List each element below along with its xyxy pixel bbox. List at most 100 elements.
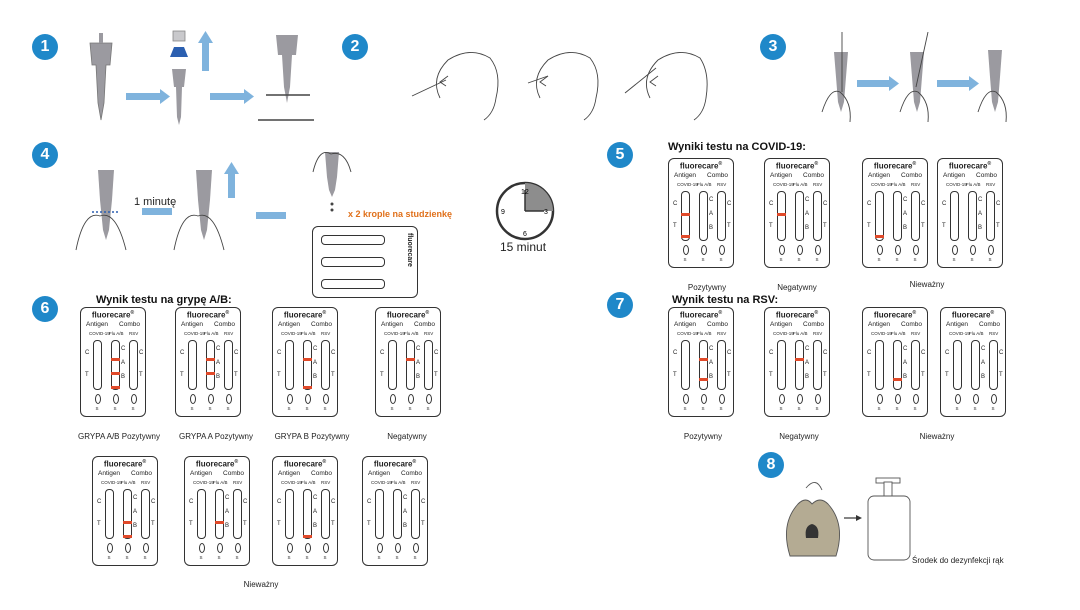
cassette-well: [407, 394, 414, 404]
cassette-flu-label: Flu A/B: [793, 182, 808, 187]
mark-b: B: [313, 374, 318, 380]
cassette-sample-label: S: [797, 257, 801, 262]
cassette-rsv-label: RSV: [986, 182, 996, 187]
result-band: [699, 358, 708, 361]
cassette-sample-label: S: [190, 406, 194, 411]
cassette-brand: fluorecare®: [775, 161, 819, 171]
cassette-well: [682, 394, 689, 404]
mark-t: T: [999, 372, 1003, 378]
cassette-sample-label: S: [107, 555, 111, 560]
cassette-well: [912, 245, 919, 255]
cassette-sample-label: S: [913, 406, 917, 411]
cassette-sample-label: S: [305, 406, 309, 411]
step-2-nasal-swab-illustration: [411, 52, 708, 121]
cassette-window: [393, 489, 402, 539]
cassette-sample-label: S: [323, 555, 327, 560]
cassette-sample-label: S: [991, 406, 995, 411]
cassette-sample-label: S: [226, 406, 230, 411]
cassette-antigen-label: Antigen: [946, 321, 969, 328]
cassette-window: [303, 489, 312, 539]
mark-c: C: [216, 346, 221, 352]
mark-c: C: [380, 350, 385, 356]
cassette-window: [699, 191, 708, 241]
cassette-flu-label: Flu A/B: [213, 480, 228, 485]
cassette-antigen-label: Antigen: [278, 321, 301, 328]
cassette-window: [989, 340, 998, 390]
cassette-window: [813, 340, 822, 390]
result-band: [681, 213, 690, 216]
mark-t: T: [380, 372, 384, 378]
mark-c: C: [331, 499, 336, 505]
result-band: [795, 358, 804, 361]
cassette-covid-label: COVID-19: [773, 331, 794, 336]
cassette-sample-label: S: [390, 406, 394, 411]
cassette-window: [206, 340, 215, 390]
cassette-covid-label: COVID-19: [949, 331, 970, 336]
result-band: [123, 521, 132, 524]
cassette-sample-label: S: [413, 555, 417, 560]
cassette-rsv-label: RSV: [717, 182, 727, 187]
mark-t: T: [727, 223, 731, 229]
cassette-window: [424, 340, 433, 390]
step-4-squeeze-illustration: [75, 162, 286, 251]
mark-c: C: [151, 499, 156, 505]
result-band: [893, 378, 902, 381]
clock-9: 9: [501, 209, 505, 216]
cassette-sample-label: S: [323, 406, 327, 411]
mark-c: C: [769, 201, 774, 207]
cassette-flu-label: Flu A/B: [891, 331, 906, 336]
cassette-well: [286, 543, 293, 553]
cassette-sample-label: S: [815, 257, 819, 262]
cassette-sample-label: S: [970, 257, 974, 262]
mark-b: B: [981, 374, 986, 380]
mark-c: C: [234, 350, 239, 356]
cassette-window: [911, 340, 920, 390]
mark-a: A: [313, 360, 318, 366]
cassette-window: [406, 340, 415, 390]
section-6-caption-negative: Negatywny: [387, 432, 427, 441]
cassette-brand: fluorecare®: [873, 310, 917, 320]
cassette-brand: fluorecare®: [775, 310, 819, 320]
cassette-window: [285, 340, 294, 390]
cassette-covid-label: COVID-19: [871, 331, 892, 336]
cassette-sample-label: S: [683, 406, 687, 411]
step-5-badge: 5: [607, 142, 633, 168]
cassette-well: [106, 543, 113, 553]
cassette-combo-label: Combo: [119, 321, 140, 328]
cassette-well: [304, 543, 311, 553]
cassette-brand: fluorecare®: [679, 310, 723, 320]
mark-t: T: [97, 521, 101, 527]
step-4-cassette-rotated: fluorecare: [312, 226, 418, 298]
cassette-well: [796, 245, 803, 255]
mark-c: C: [903, 346, 908, 352]
cassette-well: [286, 394, 293, 404]
cassette-brand: fluorecare®: [186, 310, 230, 320]
mark-b: B: [225, 523, 230, 529]
cassette-well: [954, 394, 961, 404]
cassette-sample-label: S: [701, 257, 705, 262]
mark-a: A: [121, 360, 126, 366]
cassette-well: [189, 394, 196, 404]
clock-3: 3: [544, 209, 548, 216]
mark-c: C: [673, 350, 678, 356]
step-3-swab-in-tube-illustration: [821, 32, 1007, 123]
mark-b: B: [805, 374, 810, 380]
cassette-covid-label: COVID-19: [677, 182, 698, 187]
mark-c: C: [673, 201, 678, 207]
result-band: [875, 235, 884, 238]
mark-c: C: [85, 350, 90, 356]
mark-t: T: [867, 372, 871, 378]
cassette-window: [875, 340, 884, 390]
cassette-antigen-label: Antigen: [181, 321, 204, 328]
cassette-sample-label: S: [287, 555, 291, 560]
cassette-combo-label: Combo: [311, 321, 332, 328]
step-1-tube-illustration: [89, 30, 314, 125]
cassette-window: [233, 489, 242, 539]
cassette-flu-label: Flu A/B: [697, 182, 712, 187]
cassette-antigen-label: Antigen: [368, 470, 391, 477]
